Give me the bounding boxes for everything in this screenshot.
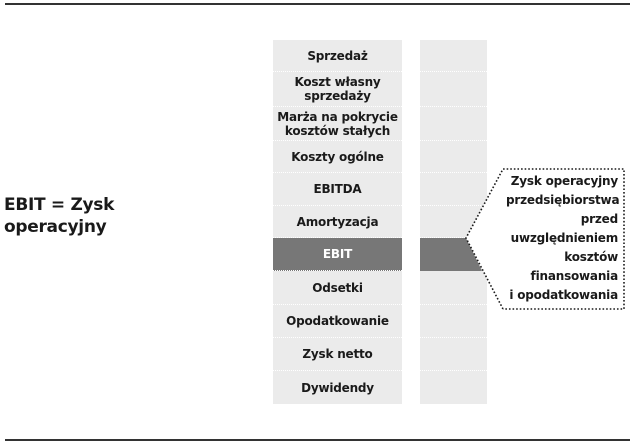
row-label: Sprzedaż [307,48,368,63]
callout-text: Zysk operacyjny przedsiębiorstwa przed u… [506,172,620,305]
ebit-indicator-band [420,238,482,271]
row-odsetki: Odsetki [273,271,402,305]
row-amortyzacja: Amortyzacja [273,206,402,238]
row-koszty-ogolne: Koszty ogólne [273,141,402,173]
row-ebitda: EBITDA [273,173,402,206]
row-label: Amortyzacja [296,214,379,229]
indicator-cell [420,107,487,141]
indicator-cell [420,371,487,404]
row-label-line-1: Marża na pokrycie [277,109,398,124]
callout-line: przed [580,212,618,226]
row-label: Koszty ogólne [291,149,384,164]
bottom-rule [5,439,630,441]
row-label: Opodatkowanie [286,314,389,328]
row-ebit: EBIT [273,238,402,271]
row-label: EBITDA [313,182,362,196]
indicator-cell [420,40,487,72]
row-sprzedaz: Sprzedaż [273,40,402,72]
callout-line: kosztów [564,250,618,264]
indicator-cell [420,271,487,305]
row-zysk-netto: Zysk netto [273,338,402,371]
callout-line: finansowania [530,269,619,283]
indicator-cell [420,338,487,371]
row-label-line-2: kosztów stałych [284,123,391,138]
indicator-cell [420,173,487,206]
row-label: EBIT [322,247,353,261]
row-label: Odsetki [312,280,363,295]
callout-line: uwzględnieniem [510,231,619,245]
top-rule [5,3,630,5]
callout-line: przedsiębiorstwa [506,193,620,207]
callout-line: Zysk operacyjny [510,174,618,188]
indicator-cell [420,141,487,173]
row-label-line-2: sprzedaży [304,89,371,103]
row-label-line-1: Koszt własny [294,75,381,89]
row-opodatkowanie: Opodatkowanie [273,305,402,338]
callout-border [465,168,625,310]
ebit-definition-label: EBIT = Zysk operacyjny [4,194,114,238]
ebit-definition-line-2: operacyjny [4,217,107,237]
row-label: Zysk netto [302,347,373,361]
indicator-cell [420,305,487,338]
row-dywidendy: Dywidendy [273,371,402,404]
callout-line: i opodatkowania [509,288,618,302]
ebit-definition-line-1: EBIT = Zysk [4,195,115,215]
row-label: Dywidendy [301,380,374,395]
indicator-cell [420,72,487,107]
callout-mask [466,169,503,404]
